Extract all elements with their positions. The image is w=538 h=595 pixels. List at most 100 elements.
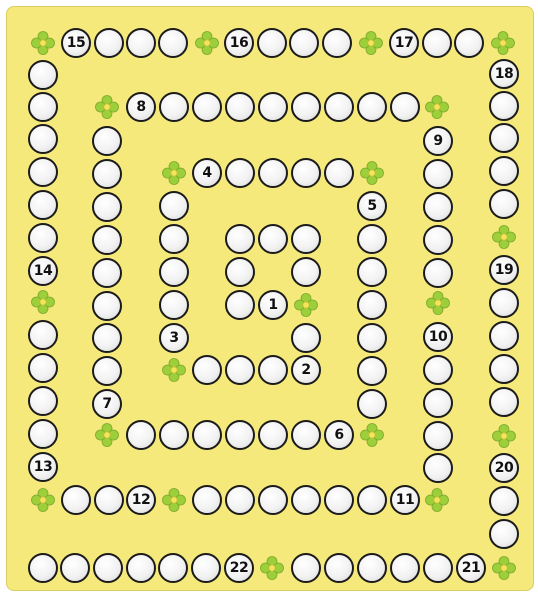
board-space-5[interactable]: 5 bbox=[357, 191, 387, 221]
board-space[interactable] bbox=[291, 92, 321, 122]
board-space[interactable] bbox=[422, 28, 452, 58]
board-space[interactable] bbox=[28, 60, 58, 90]
board-space[interactable] bbox=[126, 420, 156, 450]
board-space[interactable] bbox=[159, 191, 189, 221]
board-space[interactable] bbox=[489, 486, 519, 516]
board-space[interactable] bbox=[322, 28, 352, 58]
board-space[interactable] bbox=[28, 124, 58, 154]
board-space-6[interactable]: 6 bbox=[324, 420, 354, 450]
board-space[interactable] bbox=[258, 355, 288, 385]
board-space[interactable] bbox=[92, 356, 122, 386]
board-space[interactable] bbox=[192, 485, 222, 515]
board-space[interactable] bbox=[258, 224, 288, 254]
board-space[interactable] bbox=[225, 290, 255, 320]
board-space[interactable] bbox=[258, 158, 288, 188]
board-space[interactable] bbox=[291, 553, 321, 583]
board-space-16[interactable]: 16 bbox=[224, 28, 254, 58]
board-space-2[interactable]: 2 bbox=[291, 355, 321, 385]
board-space[interactable] bbox=[423, 553, 453, 583]
board-space[interactable] bbox=[28, 386, 58, 416]
board-space[interactable] bbox=[28, 157, 58, 187]
board-space[interactable] bbox=[357, 290, 387, 320]
board-space[interactable] bbox=[191, 553, 221, 583]
board-space[interactable] bbox=[489, 354, 519, 384]
board-space[interactable] bbox=[159, 92, 189, 122]
board-space[interactable] bbox=[258, 420, 288, 450]
board-space-4[interactable]: 4 bbox=[192, 158, 222, 188]
board-space-10[interactable]: 10 bbox=[423, 322, 453, 352]
board-space[interactable] bbox=[489, 189, 519, 219]
board-space[interactable] bbox=[324, 553, 354, 583]
board-space[interactable] bbox=[225, 224, 255, 254]
board-space[interactable] bbox=[423, 453, 453, 483]
board-space[interactable] bbox=[423, 225, 453, 255]
board-space-9[interactable]: 9 bbox=[423, 126, 453, 156]
board-space[interactable] bbox=[357, 92, 387, 122]
board-space[interactable] bbox=[28, 553, 58, 583]
board-space[interactable] bbox=[28, 353, 58, 383]
board-space[interactable] bbox=[192, 92, 222, 122]
board-space[interactable] bbox=[291, 485, 321, 515]
board-space[interactable] bbox=[225, 485, 255, 515]
board-space[interactable] bbox=[357, 389, 387, 419]
board-space[interactable] bbox=[357, 323, 387, 353]
board-space[interactable] bbox=[158, 553, 188, 583]
board-space[interactable] bbox=[357, 257, 387, 287]
board-space[interactable] bbox=[225, 420, 255, 450]
board-space-20[interactable]: 20 bbox=[489, 453, 519, 483]
board-space[interactable] bbox=[258, 92, 288, 122]
board-space[interactable] bbox=[61, 485, 91, 515]
board-space-18[interactable]: 18 bbox=[489, 59, 519, 89]
board-space[interactable] bbox=[126, 28, 156, 58]
board-space[interactable] bbox=[257, 28, 287, 58]
board-space[interactable] bbox=[93, 553, 123, 583]
board-space[interactable] bbox=[225, 257, 255, 287]
board-space[interactable] bbox=[489, 123, 519, 153]
board-space[interactable] bbox=[454, 28, 484, 58]
board-space[interactable] bbox=[28, 223, 58, 253]
board-space[interactable] bbox=[258, 485, 288, 515]
board-space[interactable] bbox=[423, 421, 453, 451]
board-space[interactable] bbox=[291, 420, 321, 450]
board-space[interactable] bbox=[92, 323, 122, 353]
board-space[interactable] bbox=[423, 258, 453, 288]
board-space[interactable] bbox=[390, 553, 420, 583]
board-space[interactable] bbox=[92, 258, 122, 288]
board-space[interactable] bbox=[28, 320, 58, 350]
board-space-3[interactable]: 3 bbox=[159, 323, 189, 353]
board-space[interactable] bbox=[489, 387, 519, 417]
board-space-17[interactable]: 17 bbox=[389, 28, 419, 58]
board-space[interactable] bbox=[489, 321, 519, 351]
board-space[interactable] bbox=[324, 158, 354, 188]
board-space[interactable] bbox=[192, 420, 222, 450]
board-space-15[interactable]: 15 bbox=[61, 28, 91, 58]
board-space[interactable] bbox=[158, 28, 188, 58]
board-space[interactable] bbox=[291, 158, 321, 188]
board-space[interactable] bbox=[159, 224, 189, 254]
board-space[interactable] bbox=[28, 190, 58, 220]
board-space[interactable] bbox=[159, 290, 189, 320]
board-space-8[interactable]: 8 bbox=[126, 92, 156, 122]
board-space[interactable] bbox=[92, 225, 122, 255]
board-space-11[interactable]: 11 bbox=[390, 485, 420, 515]
board-space[interactable] bbox=[92, 291, 122, 321]
board-space[interactable] bbox=[291, 323, 321, 353]
board-space[interactable] bbox=[126, 553, 156, 583]
board-space[interactable] bbox=[489, 288, 519, 318]
board-space-7[interactable]: 7 bbox=[92, 389, 122, 419]
board-space[interactable] bbox=[357, 485, 387, 515]
board-space[interactable] bbox=[225, 355, 255, 385]
board-space-22[interactable]: 22 bbox=[224, 553, 254, 583]
board-space[interactable] bbox=[489, 519, 519, 549]
board-space-13[interactable]: 13 bbox=[28, 452, 58, 482]
board-space[interactable] bbox=[28, 92, 58, 122]
board-space-12[interactable]: 12 bbox=[126, 485, 156, 515]
board-space[interactable] bbox=[159, 420, 189, 450]
board-space[interactable] bbox=[28, 419, 58, 449]
board-space[interactable] bbox=[289, 28, 319, 58]
board-space[interactable] bbox=[92, 192, 122, 222]
board-space[interactable] bbox=[92, 159, 122, 189]
board-space-14[interactable]: 14 bbox=[28, 256, 58, 286]
board-space[interactable] bbox=[92, 126, 122, 156]
board-space[interactable] bbox=[60, 553, 90, 583]
